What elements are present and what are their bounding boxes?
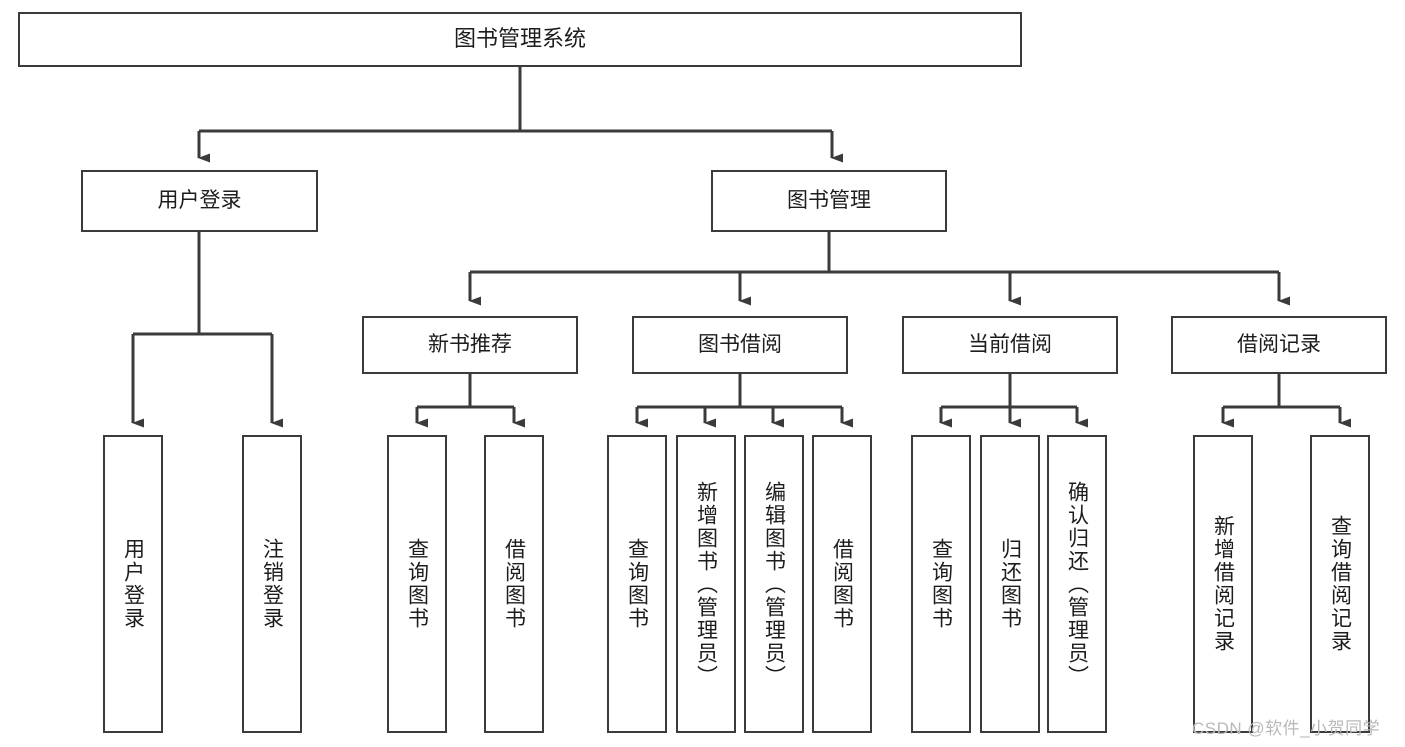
node-leaf-add-record[interactable]: 新增借阅记录 [1193, 435, 1253, 733]
node-root-book-management-system[interactable]: 图书管理系统 [18, 12, 1022, 67]
node-current-borrow[interactable]: 当前借阅 [902, 316, 1118, 374]
node-label: 归还图书 [998, 538, 1022, 630]
node-label: 查询图书 [405, 538, 429, 630]
node-label: 查询图书 [929, 538, 953, 630]
node-label: 编辑图书（管理员） [762, 480, 786, 688]
node-leaf-borrow-book-2[interactable]: 借阅图书 [812, 435, 872, 733]
node-book-management[interactable]: 图书管理 [711, 170, 947, 232]
node-label: 用户登录 [121, 538, 145, 630]
node-leaf-return-book[interactable]: 归还图书 [980, 435, 1040, 733]
node-leaf-user-login[interactable]: 用户登录 [103, 435, 163, 733]
node-label: 新增图书（管理员） [694, 480, 718, 688]
node-label: 图书借阅 [698, 333, 782, 357]
node-leaf-confirm-return[interactable]: 确认归还（管理员） [1047, 435, 1107, 733]
node-label: 当前借阅 [968, 333, 1052, 357]
node-label: 新增借阅记录 [1211, 515, 1235, 653]
node-leaf-logout-login[interactable]: 注销登录 [242, 435, 302, 733]
node-leaf-query-record[interactable]: 查询借阅记录 [1310, 435, 1370, 733]
node-label: 确认归还（管理员） [1065, 480, 1089, 688]
node-leaf-add-book[interactable]: 新增图书（管理员） [676, 435, 736, 733]
node-leaf-query-book-2[interactable]: 查询图书 [607, 435, 667, 733]
node-leaf-borrow-book-1[interactable]: 借阅图书 [484, 435, 544, 733]
node-label: 借阅图书 [502, 538, 526, 630]
node-leaf-query-book-3[interactable]: 查询图书 [911, 435, 971, 733]
node-leaf-edit-book[interactable]: 编辑图书（管理员） [744, 435, 804, 733]
node-label: 借阅图书 [830, 538, 854, 630]
csdn-watermark: CSDN @软件_小贺同学 [1192, 719, 1381, 738]
node-label: 用户登录 [157, 189, 242, 213]
node-book-borrow[interactable]: 图书借阅 [632, 316, 848, 374]
node-label: 图书管理 [787, 189, 871, 213]
node-borrow-record[interactable]: 借阅记录 [1171, 316, 1387, 374]
node-label: 注销登录 [260, 538, 284, 630]
node-label: 图书管理系统 [453, 26, 586, 52]
node-user-login[interactable]: 用户登录 [81, 170, 318, 232]
node-label: 查询借阅记录 [1328, 515, 1352, 653]
node-label: 新书推荐 [428, 333, 512, 357]
node-leaf-query-book-1[interactable]: 查询图书 [387, 435, 447, 733]
node-label: 借阅记录 [1237, 333, 1321, 357]
node-label: 查询图书 [625, 538, 649, 630]
node-new-book-recommend[interactable]: 新书推荐 [362, 316, 578, 374]
